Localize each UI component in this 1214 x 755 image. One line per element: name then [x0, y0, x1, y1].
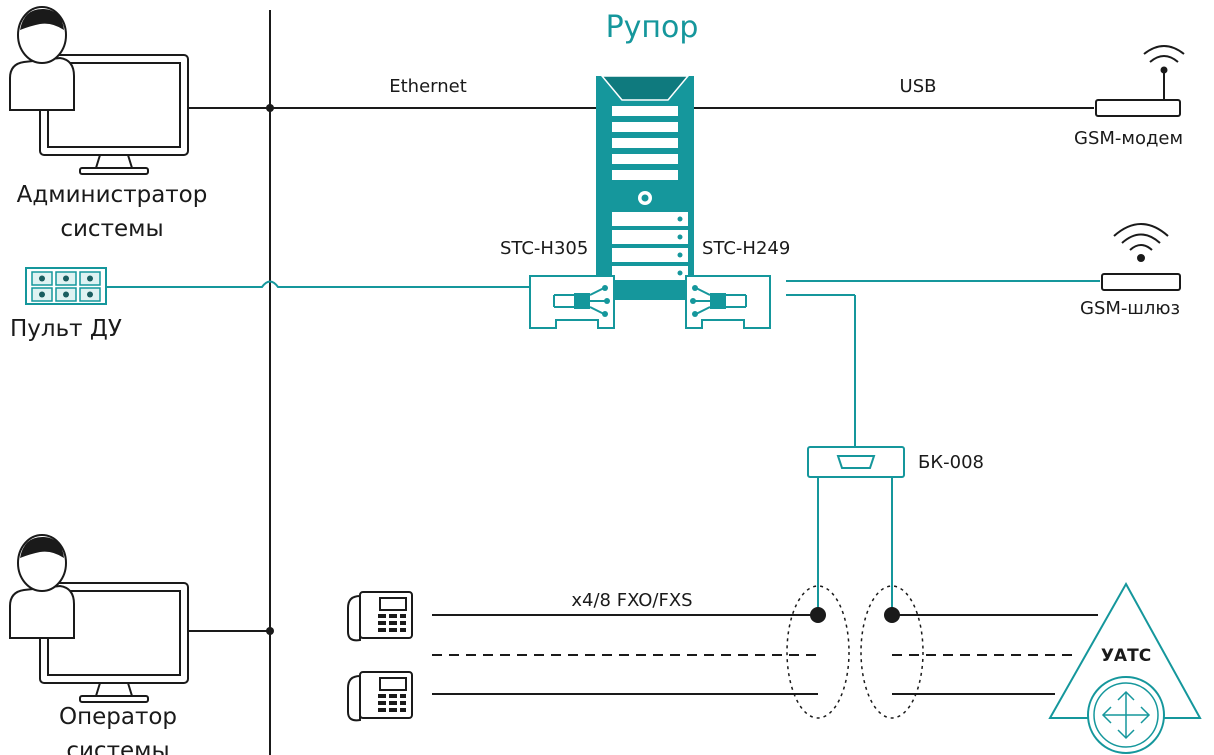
gsm-modem-icon [1095, 45, 1185, 117]
remote-keypad-icon [25, 267, 107, 305]
tap-ellipse-right [860, 585, 924, 719]
remote-label: Пульт ДУ [10, 316, 122, 342]
tap-node-left [810, 607, 826, 623]
gsm-modem-label: GSM-модем [1074, 128, 1184, 149]
rupor-server-icon [596, 75, 694, 300]
bk-008-box-icon [807, 446, 905, 478]
ethernet-label: Ethernet [389, 76, 467, 97]
tap-ellipse-left [786, 585, 850, 719]
admin-label: Администратор системы [16, 182, 208, 242]
card-left-label: STC-H305 [500, 238, 589, 259]
lines-label: x4/8 FXO/FXS [571, 590, 693, 611]
card-stc-h305-icon [529, 275, 615, 329]
bk-label: БК-008 [918, 452, 984, 473]
operator-workstation-icon [9, 534, 189, 703]
phone-1-icon [347, 591, 413, 642]
card-right-label: STC-H249 [702, 238, 791, 259]
operator-label: Оператор системы [58, 704, 178, 755]
gsm-gateway-label: GSM-шлюз [1080, 298, 1181, 319]
diagram-title: Рупор [605, 10, 699, 45]
admin-workstation-icon [9, 6, 189, 175]
usb-label: USB [899, 76, 937, 97]
card-stc-h249-icon [685, 275, 771, 329]
phone-2-icon [347, 671, 413, 722]
pbx-label: УАТС [1100, 646, 1152, 666]
pbx-icon [1048, 581, 1202, 754]
gsm-gateway-icon [1101, 223, 1181, 291]
tap-node-right [884, 607, 900, 623]
remote-link [106, 280, 530, 288]
